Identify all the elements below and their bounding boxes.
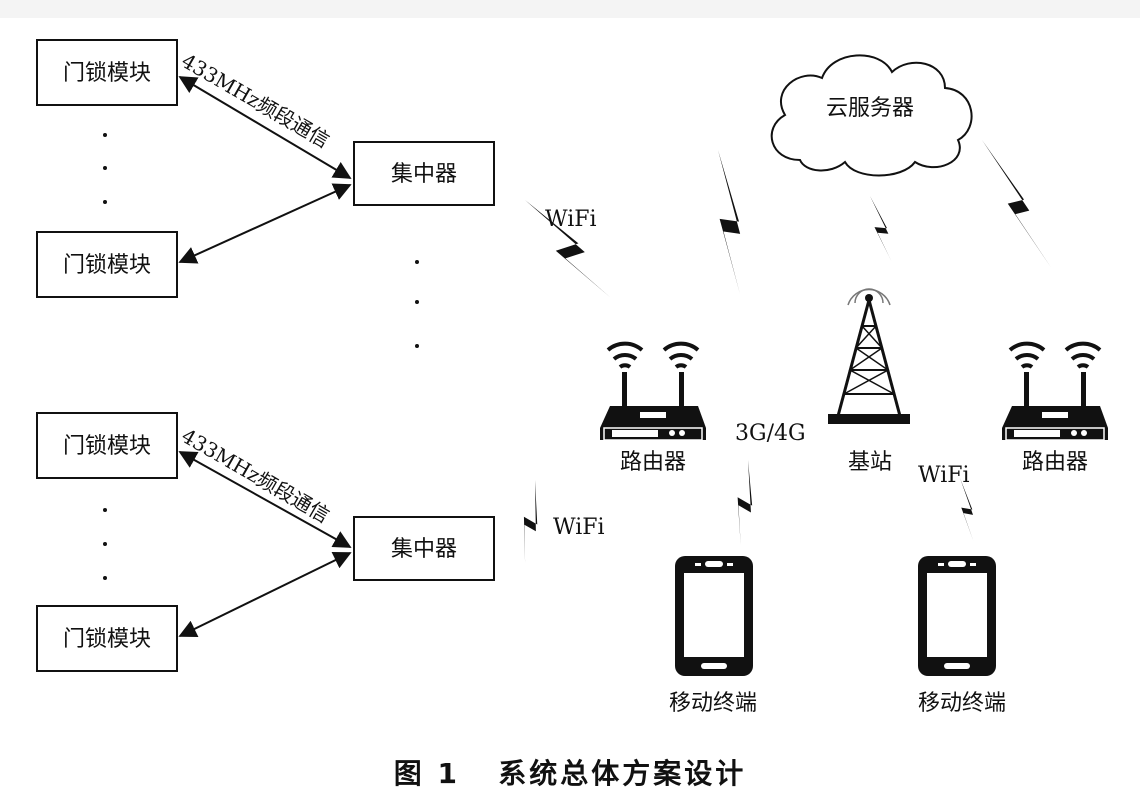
- cellular-label: 3G/4G: [735, 421, 806, 446]
- phone-icon: [675, 556, 753, 676]
- lightning-icon: [982, 131, 1051, 276]
- link-label-433-1: 433MHz频段通信: [178, 49, 334, 153]
- figure-number: 图 1: [393, 757, 460, 790]
- lightning-icon: [864, 196, 897, 262]
- svg-text:集中器: 集中器: [391, 162, 457, 187]
- svg-text:集中器: 集中器: [391, 537, 457, 562]
- link-label-433-2: 433MHz频段通信: [178, 424, 334, 528]
- figure-caption: 图 1 系统总体方案设计: [0, 752, 1140, 792]
- top-strip: [0, 0, 1140, 18]
- lock-module-3: 门锁模块: [36, 412, 178, 479]
- lock-module-2: 门锁模块: [36, 231, 178, 298]
- cloud-icon: [770, 54, 973, 177]
- svg-text:门锁模块: 门锁模块: [63, 627, 151, 652]
- lock-module-1: 门锁模块: [36, 39, 178, 106]
- svg-text:门锁模块: 门锁模块: [63, 253, 151, 278]
- phone-icon: [918, 556, 996, 676]
- mobile-label-1: 移动终端: [669, 691, 757, 716]
- router-label-2: 路由器: [1022, 450, 1088, 475]
- wifi-label-2: WiFi: [553, 515, 605, 540]
- cell-tower-icon: [828, 288, 910, 424]
- svg-text:门锁模块: 门锁模块: [63, 61, 151, 86]
- wifi-label-1: WiFi: [545, 207, 597, 232]
- concentrator-1: 集中器: [353, 141, 495, 206]
- wifi-label-3: WiFi: [918, 463, 970, 488]
- link-arrows: [178, 76, 352, 637]
- lightning-icon: [698, 150, 760, 295]
- cloud-label: 云服务器: [826, 96, 914, 121]
- svg-text:门锁模块: 门锁模块: [63, 434, 151, 459]
- base-station-label: 基站: [848, 450, 892, 475]
- lock-module-4: 门锁模块: [36, 605, 178, 672]
- mobile-label-2: 移动终端: [918, 691, 1006, 716]
- concentrator-2: 集中器: [353, 516, 495, 581]
- lightning-icon: [709, 460, 780, 545]
- lightning-icon: [525, 184, 611, 314]
- figure-title: 系统总体方案设计: [498, 757, 747, 790]
- router-icon: [1000, 341, 1110, 442]
- router-label-1: 路由器: [620, 450, 686, 475]
- system-diagram: 门锁模块 门锁模块 门锁模块 门锁模块 集中器 集中器 433MHz频段通信 4…: [36, 39, 1110, 716]
- router-icon: [598, 341, 708, 442]
- ellipsis-dots: [103, 133, 419, 580]
